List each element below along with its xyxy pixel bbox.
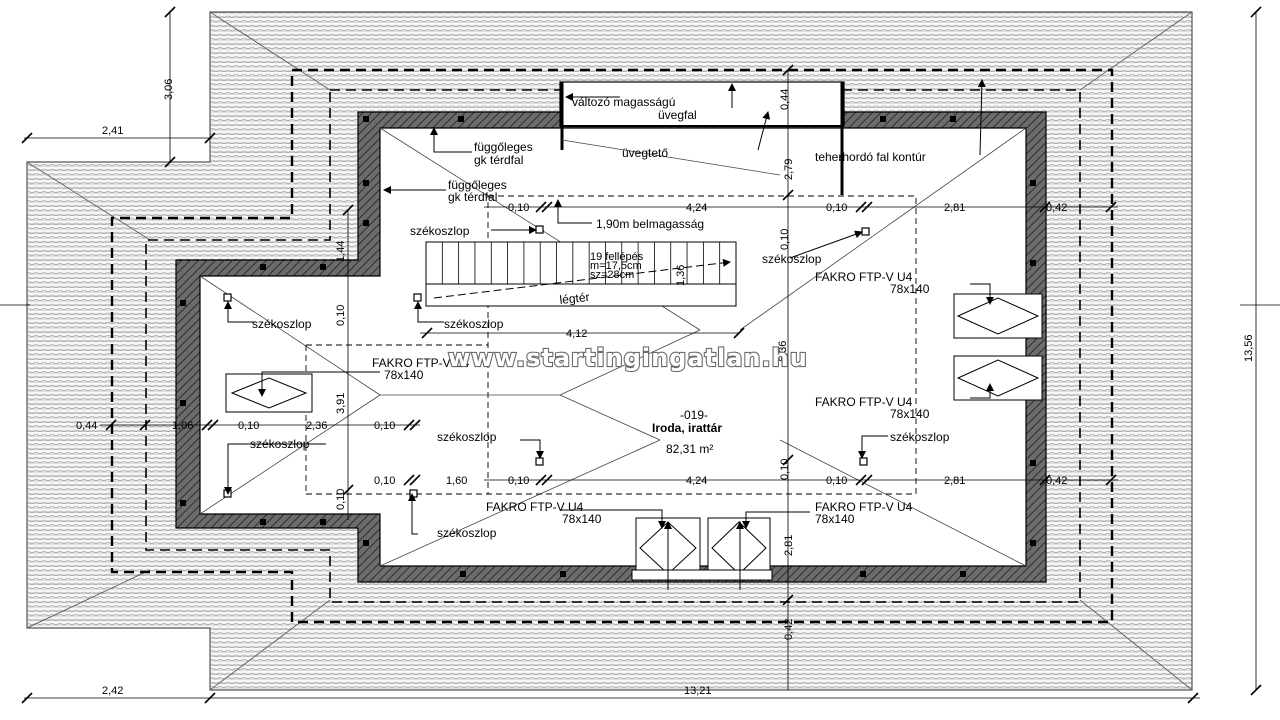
- glass-wall: [559, 81, 845, 127]
- dim-2-81-a: 2,81: [944, 202, 965, 214]
- dim-3-06: 3,06: [163, 79, 175, 100]
- dim-0-42-b: 0,42: [1046, 475, 1067, 487]
- outer-wall: [175, 111, 1047, 583]
- dim-0-10-d: 0,10: [238, 420, 259, 432]
- szekoszlop-label-1: székoszlop: [410, 224, 470, 238]
- szekoszlop-label-8: székoszlop: [437, 526, 497, 540]
- dim-0-42-a: 0,42: [1046, 202, 1067, 214]
- dim-6-36: 6,36: [777, 341, 789, 362]
- dim-0-44-left: 0,44: [76, 420, 97, 432]
- szekoszlop-label-3: székoszlop: [252, 317, 312, 331]
- stair-tread: sz=28cm: [590, 269, 634, 281]
- dimension-ticks: [21, 6, 1262, 704]
- room-area: 82,31 m²: [666, 442, 713, 456]
- roof-window-right-top: [953, 293, 1043, 339]
- valtozo-label: változó magasságú: [572, 95, 675, 109]
- szekoszlop-label-5: székoszlop: [250, 437, 310, 451]
- dim-4-24-b: 4,24: [686, 475, 707, 487]
- uvegfal-label: üvegfal: [658, 108, 697, 122]
- szekoszlop-label-7: székoszlop: [890, 430, 950, 444]
- fuggoleges-label-1a: függőleges: [474, 140, 533, 154]
- dim-2-42: 2,42: [102, 685, 123, 697]
- roof-hip-lines: [26, 11, 1193, 691]
- dim-13-21: 13,21: [684, 685, 712, 697]
- wall-posts: [180, 116, 1036, 577]
- roof-window-left: [225, 373, 313, 413]
- dim-2-81-v: 2,81: [783, 535, 795, 556]
- dim-1-60: 1,60: [446, 475, 467, 487]
- staircase: [425, 241, 737, 307]
- dim-0-10-c: 0,10: [779, 229, 791, 250]
- fuggoleges-label-2a: függőleges: [448, 178, 507, 192]
- watermark: www.startingingatlan.hu: [448, 344, 808, 372]
- dim-0-10-g: 0,10: [508, 475, 529, 487]
- dim-4-12: 4,12: [566, 328, 587, 340]
- dim-0-10-f: 0,10: [374, 475, 395, 487]
- dim-1-06: 1,06: [172, 420, 193, 432]
- fakro-label-3a: FAKRO FTP-V U4: [815, 395, 913, 409]
- stair-dim: 1,36: [675, 265, 687, 286]
- dim-0-10-e: 0,10: [374, 420, 395, 432]
- stair-rise: m=17,5cm: [590, 260, 642, 272]
- roof-window-right-bottom: [953, 355, 1043, 401]
- dim-3-91: 3,91: [335, 393, 347, 414]
- fakro-label-5b: 78x140: [815, 512, 855, 526]
- leader-arrows: [224, 79, 994, 590]
- room-name: Iroda, irattár: [652, 421, 722, 435]
- room-number: -019-: [680, 408, 708, 422]
- fakro-label-1a: FAKRO FTP-V U4: [815, 270, 913, 284]
- teherhordo-label: teherhordó fal kontúr: [815, 150, 926, 164]
- belmagassag-label: 1,90m belmagasság: [596, 217, 704, 231]
- dim-0-10-l: 0,10: [335, 305, 347, 326]
- stair-arrow: [433, 258, 731, 299]
- dim-2-79: 2,79: [783, 159, 795, 180]
- szekoszlop-label-6: székoszlop: [437, 430, 497, 444]
- stair-treads: [441, 242, 721, 284]
- szekoszlop-label-2: székoszlop: [762, 252, 822, 266]
- dim-0-10-l2: 0,10: [335, 489, 347, 510]
- dim-2-41: 2,41: [102, 125, 123, 137]
- roof-window-bottom-right: [707, 517, 771, 579]
- dim-1-44: 1,44: [335, 241, 347, 262]
- fakro-label-4b: 78x140: [562, 512, 602, 526]
- dim-13-56: 13,56: [1243, 334, 1255, 362]
- ceiling-height-dashed: [305, 195, 917, 495]
- fakro-label-5a: FAKRO FTP-V U4: [815, 500, 913, 514]
- fuggoleges-label-1b: gk térdfal: [474, 153, 523, 167]
- fakro-label-2a: FAKRO FTP-V U4: [372, 356, 470, 370]
- stair-steps: 19 fellépés: [590, 251, 644, 263]
- fuggoleges-label-2b: gk térdfal: [448, 190, 497, 204]
- dim-0-10-a: 0,10: [508, 202, 529, 214]
- dim-2-36: 2,36: [306, 420, 327, 432]
- dim-4-24-a: 4,24: [686, 202, 707, 214]
- dim-0-10-h: 0,10: [826, 475, 847, 487]
- szekoszlop-label-4: székoszlop: [444, 317, 504, 331]
- dim-0-42-v: 0,42: [783, 619, 795, 640]
- dimension-lines: [0, 12, 1280, 699]
- fakro-label-4a: FAKRO FTP-V U4: [486, 500, 584, 514]
- uvegteto-label: üvegtető: [622, 146, 668, 160]
- fakro-label-3b: 78x140: [890, 407, 930, 421]
- dim-2-81-b: 2,81: [944, 475, 965, 487]
- legter-label: légtér: [559, 290, 590, 307]
- fakro-label-2b: 78x140: [384, 368, 424, 382]
- dim-0-44-top: 0,44: [779, 89, 791, 110]
- dim-0-10-b: 0,10: [826, 202, 847, 214]
- eave-dashed-lines: [110, 68, 1114, 624]
- fakro-label-1b: 78x140: [890, 282, 930, 296]
- dim-0-10-v: 0,10: [779, 459, 791, 480]
